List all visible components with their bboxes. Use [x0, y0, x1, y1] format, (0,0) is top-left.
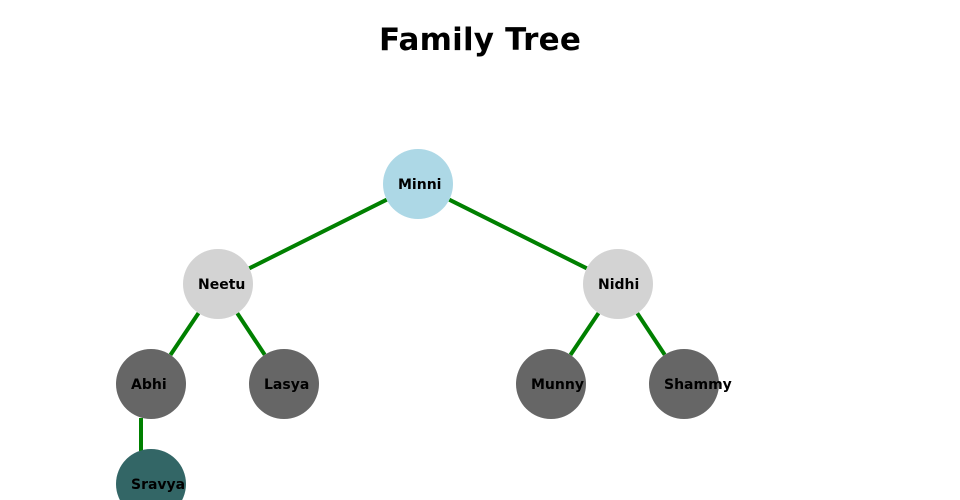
- node-circle[interactable]: [249, 349, 319, 419]
- node-circle[interactable]: [383, 149, 453, 219]
- link-neetu-lasya: [235, 312, 267, 356]
- node-circle[interactable]: [116, 449, 186, 500]
- node-label: Sravya: [131, 477, 185, 493]
- node-shammy[interactable]: Shammy: [649, 349, 732, 419]
- node-minni[interactable]: Minni: [383, 149, 453, 219]
- node-neetu[interactable]: Neetu: [183, 249, 253, 319]
- node-label: Shammy: [664, 377, 732, 393]
- link-nidhi-munny: [568, 311, 601, 357]
- node-sravya[interactable]: Sravya: [116, 449, 186, 500]
- node-label: Lasya: [264, 377, 309, 393]
- node-circle[interactable]: [583, 249, 653, 319]
- node-circle[interactable]: [516, 349, 586, 419]
- node-munny[interactable]: Munny: [516, 349, 586, 419]
- node-nidhi[interactable]: Nidhi: [583, 249, 653, 319]
- node-circle[interactable]: [649, 349, 719, 419]
- node-label: Nidhi: [598, 277, 639, 293]
- node-circle[interactable]: [183, 249, 253, 319]
- node-label: Neetu: [198, 277, 245, 293]
- node-label: Abhi: [131, 377, 167, 393]
- node-circle[interactable]: [116, 349, 186, 419]
- diagram-title: Family Tree: [378, 22, 582, 58]
- link-nidhi-shammy: [635, 312, 667, 356]
- link-minni-neetu: [248, 197, 388, 271]
- node-lasya[interactable]: Lasya: [249, 349, 319, 419]
- link-minni-nidhi: [448, 197, 588, 271]
- node-abhi[interactable]: Abhi: [116, 349, 186, 419]
- node-label: Minni: [398, 177, 441, 193]
- link-neetu-abhi: [168, 311, 201, 357]
- node-label: Munny: [531, 377, 584, 393]
